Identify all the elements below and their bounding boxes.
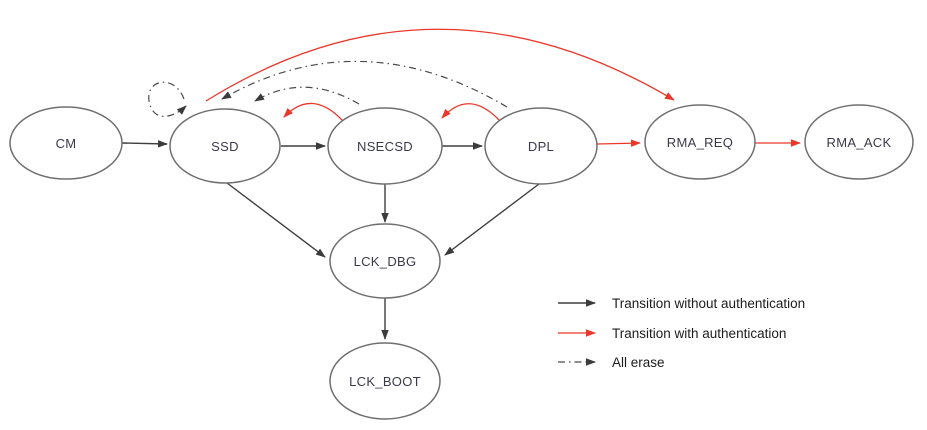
node-nsecsd-shape xyxy=(327,107,443,185)
edge-dpl-lck-dbg xyxy=(444,183,540,256)
node-ssd-label: SSD xyxy=(211,139,239,154)
legend-item-with-authentication: Transition with authentication xyxy=(558,326,786,341)
node-rma-ack-shape xyxy=(804,104,914,180)
edge-nsecsd-ssd-auth xyxy=(283,102,344,122)
edge-nsecsd-ssd-all-erase xyxy=(254,86,360,105)
node-nsecsd: NSECSD xyxy=(327,107,443,185)
node-ssd-shape xyxy=(169,108,281,184)
legend-item-without-authentication: Transition without authentication xyxy=(558,296,805,311)
node-lck-dbg-shape xyxy=(329,223,441,299)
node-cm-shape xyxy=(9,106,123,180)
node-ssd: SSD xyxy=(169,108,281,184)
node-rma-req-label: RMA_REQ xyxy=(667,135,733,150)
node-rma-req-shape xyxy=(644,104,756,180)
legend-label-with-authentication: Transition with authentication xyxy=(612,326,786,341)
node-lck-dbg-label: LCK_DBG xyxy=(354,254,417,269)
node-rma-req: RMA_REQ xyxy=(644,104,756,180)
edge-ssd-lck-dbg xyxy=(226,182,326,258)
node-dpl: DPL xyxy=(484,107,598,185)
edge-cm-ssd xyxy=(121,140,168,148)
edge-ssd-rma-req-auth xyxy=(205,28,675,102)
node-dpl-shape xyxy=(484,107,598,185)
node-nsecsd-label: NSECSD xyxy=(357,139,413,154)
node-cm: CM xyxy=(9,106,123,180)
node-lck-boot-label: LCK_BOOT xyxy=(349,374,421,389)
legend-item-all-erase: All erase xyxy=(558,355,665,370)
node-rma-ack: RMA_ACK xyxy=(804,104,914,180)
edge-dpl-nsecsd-auth xyxy=(441,103,501,122)
edge-ssd-self-all-erase xyxy=(148,81,187,117)
legend-label-without-authentication: Transition without authentication xyxy=(612,296,805,311)
node-lck-boot-shape xyxy=(329,342,441,420)
node-dpl-label: DPL xyxy=(528,139,554,154)
legend-label-all-erase: All erase xyxy=(612,355,665,370)
edge-dpl-ssd-all-erase xyxy=(221,60,508,108)
node-lck-boot: LCK_BOOT xyxy=(329,342,441,420)
edge-dpl-rma-req-auth xyxy=(596,139,641,147)
legend: Transition without authentication Transi… xyxy=(558,296,805,370)
node-rma-ack-label: RMA_ACK xyxy=(827,135,892,150)
node-lck-dbg: LCK_DBG xyxy=(329,223,441,299)
node-cm-label: CM xyxy=(56,136,77,151)
